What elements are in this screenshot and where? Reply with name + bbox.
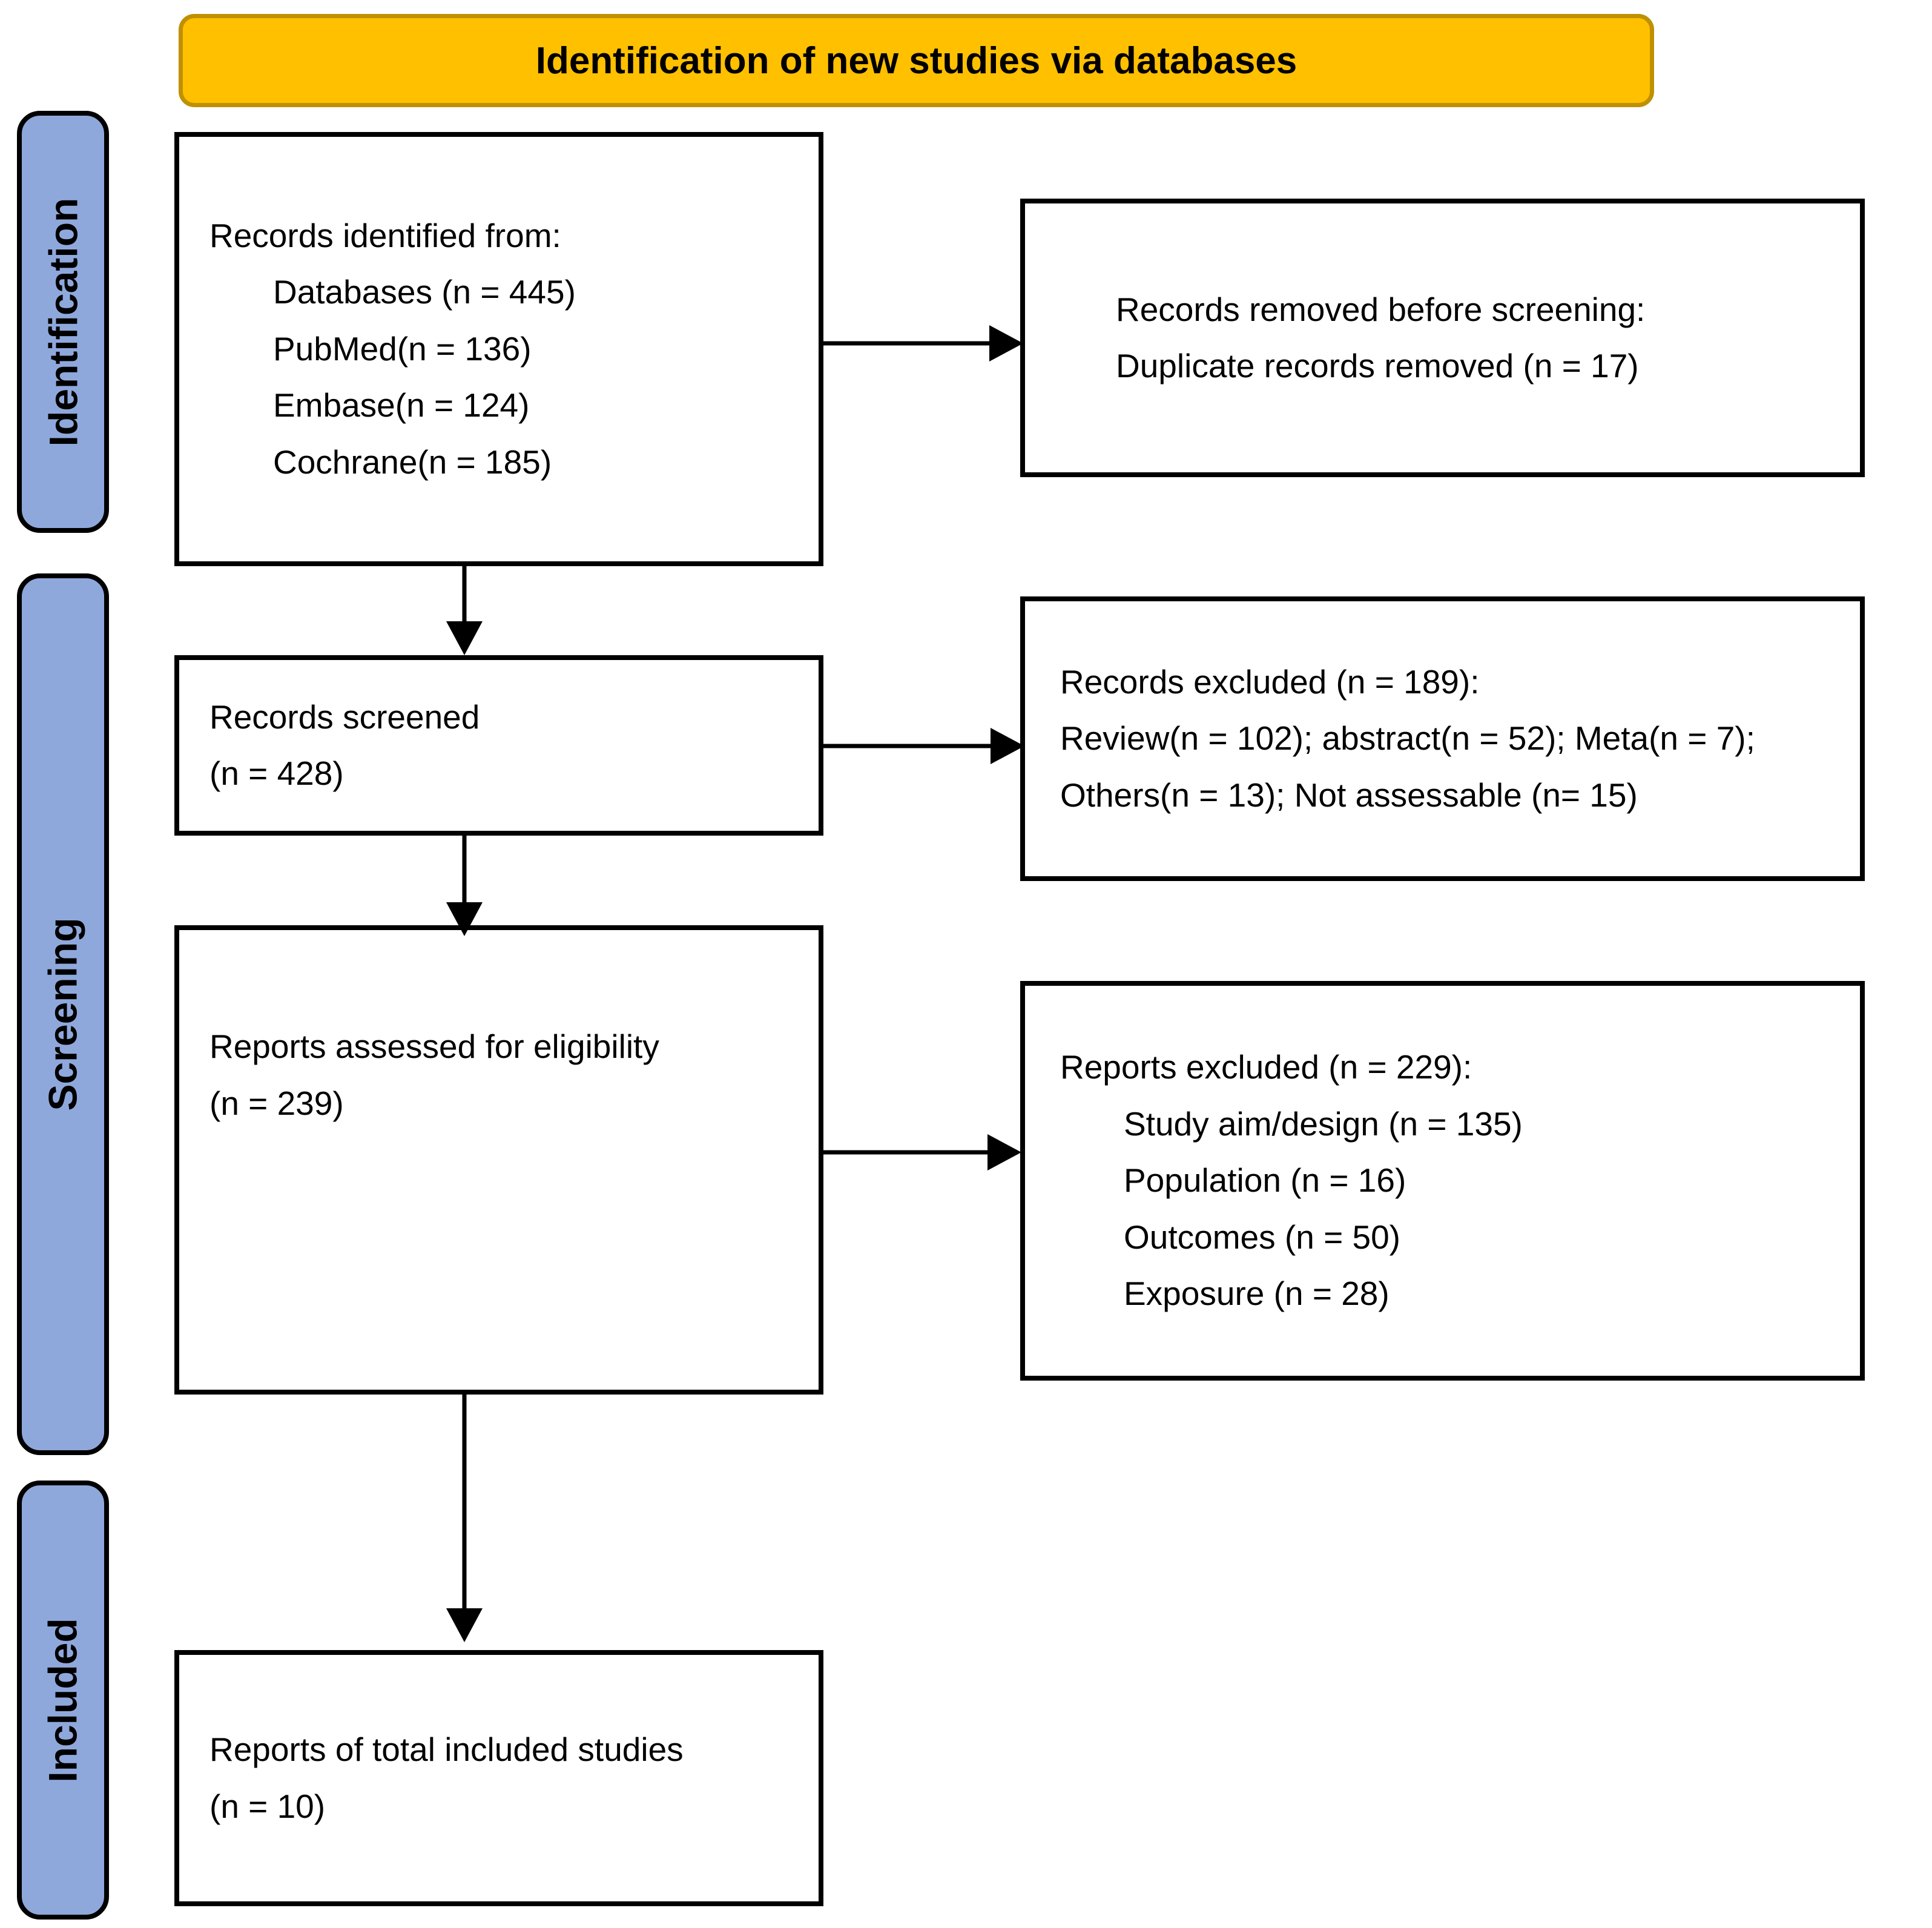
banner-identification-of-new-studies: Identification of new studies via databa… (179, 14, 1654, 107)
box-records-screened: Records screened (n = 428) (174, 655, 823, 836)
box-reports-of-total-included-studies: Reports of total included studies (n = 1… (174, 1650, 823, 1906)
banner-title: Identification of new studies via databa… (535, 39, 1297, 82)
text-line: Outcomes (n = 50) (1124, 1218, 1400, 1256)
text-line: Reports assessed for eligibility (209, 1028, 659, 1065)
arrow-screened-to-assessed (446, 836, 483, 936)
box-records-identified: Records identified from: Databases (n = … (174, 132, 823, 566)
arrow-identified-to-screened (446, 566, 483, 655)
text-line: (n = 428) (209, 754, 344, 792)
arrow-assessed-to-included (446, 1395, 483, 1642)
box-reports-excluded: Reports excluded (n = 229): Study aim/de… (1020, 981, 1865, 1381)
stage-bar-included: Included (17, 1481, 109, 1920)
stage-label-identification: Identification (41, 197, 86, 446)
text-line: Study aim/design (n = 135) (1124, 1104, 1523, 1143)
text-line: Databases (n = 445) (273, 273, 576, 311)
box-reports-assessed-for-eligibility: Reports assessed for eligibility (n = 23… (174, 925, 823, 1395)
arrow-screened-to-excluded (823, 728, 1024, 764)
text-line: (n = 10) (209, 1787, 326, 1825)
box-records-excluded: Records excluded (n = 189): Review(n = 1… (1020, 596, 1865, 881)
arrow-assessed-to-reports-excluded (823, 1134, 1021, 1170)
text-line: Others(n = 13); Not assessable (n= 15) (1060, 776, 1638, 814)
text-line: Reports of total included studies (209, 1731, 684, 1768)
arrow-identified-to-removed (823, 325, 1023, 362)
text-line: Review(n = 102); abstract(n = 52); Meta(… (1060, 719, 1755, 758)
text-line: Exposure (n = 28) (1124, 1275, 1390, 1313)
box-records-removed-before-screening: Records removed before screening: Duplic… (1020, 199, 1865, 477)
text-line: PubMed(n = 136) (273, 329, 532, 368)
text-line: (n = 239) (209, 1084, 344, 1122)
text-line: Reports excluded (n = 229): (1060, 1048, 1472, 1086)
text-line: Embase(n = 124) (273, 386, 530, 424)
text-line: Records identified from: (209, 216, 561, 254)
stage-label-screening: Screening (41, 917, 86, 1111)
text-line: Records removed before screening: (1116, 290, 1646, 328)
text-line: Records excluded (n = 189): (1060, 662, 1480, 701)
stage-label-included: Included (41, 1617, 86, 1783)
text-line: Cochrane(n = 185) (273, 443, 552, 481)
text-line: Population (n = 16) (1124, 1161, 1406, 1200)
text-line: Duplicate records removed (n = 17) (1116, 347, 1639, 385)
stage-bar-identification: Identification (17, 111, 109, 533)
text-line: Records screened (209, 698, 480, 736)
stage-bar-screening: Screening (17, 573, 109, 1455)
